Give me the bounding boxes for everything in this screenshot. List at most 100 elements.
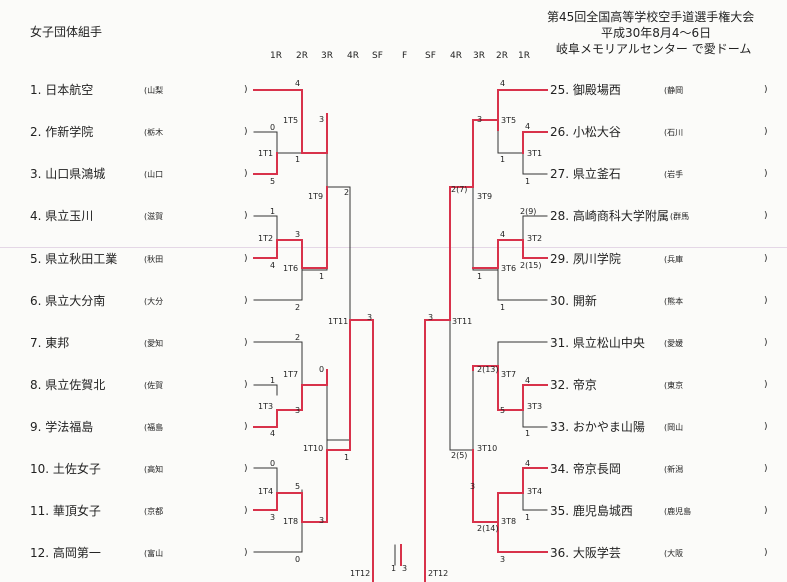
team-prefecture: (秋田 [144,255,164,264]
closing-paren: ) [764,338,768,348]
match-score: 4 [270,429,276,438]
closing-paren: ) [244,85,248,95]
match-label: 3T8 [501,517,517,526]
match-score: 3 [470,482,476,491]
team-name: 1. 日本航空 [30,83,94,97]
match-score: 1 [344,453,350,462]
team-prefecture: (熊本 [664,297,684,306]
team-name: 36. 大阪学芸 [550,546,621,560]
match-label: 1T4 [258,487,274,496]
match-score: 4 [270,261,276,270]
round-label: 4R [450,51,462,61]
match-score: 2(7) [451,185,468,194]
closing-paren: ) [764,85,768,95]
match-score: 3 [295,406,301,415]
match-score: 3 [295,230,301,239]
match-score: 0 [270,459,276,468]
round-label: F [402,51,408,61]
round-label: 1R [518,51,530,61]
closing-paren: ) [764,254,768,264]
match-score: 5 [500,406,506,415]
winning-path-left [253,89,426,582]
match-score: 2 [344,188,350,197]
team-prefecture: (佐賀 [144,381,164,390]
team-name: 27. 県立釜石 [550,167,621,181]
match-label: 1T1 [258,149,274,158]
round-label: 1R [270,51,282,61]
team-name: 12. 高岡第一 [30,546,101,560]
closing-paren: ) [764,506,768,516]
team-prefecture: (新潟 [664,465,684,474]
team-prefecture: (石川 [664,128,684,137]
team-name: 32. 帝京 [550,378,597,392]
match-score: 2(13) [477,365,499,374]
closing-paren: ) [764,169,768,179]
closing-paren: ) [764,211,768,221]
match-label: 1T6 [283,264,299,273]
match-label: 1T5 [283,116,299,125]
closing-paren: ) [244,464,248,474]
team-prefecture: (兵庫 [664,255,684,264]
match-label: 3T11 [452,317,473,326]
round-label: 3R [473,51,485,61]
team-prefecture: (岡山 [664,423,684,432]
closing-paren: ) [764,464,768,474]
team-prefecture: (山梨 [144,86,164,95]
closing-paren: ) [244,422,248,432]
closing-paren: ) [244,380,248,390]
team-prefecture: (高知 [144,465,164,474]
team-name: 2. 作新学院 [30,125,94,139]
match-score: 4 [500,79,506,88]
team-name: 28. 高崎商科大学附属 [550,209,669,223]
closing-paren: ) [244,296,248,306]
match-score: 4 [525,122,531,131]
match-score: 3 [402,564,408,573]
match-score: 3 [367,313,373,322]
team-prefecture: (愛知 [144,339,164,348]
team-name: 5. 県立秋田工業 [30,252,118,266]
match-score: 2(14) [477,524,499,533]
closing-paren: ) [764,422,768,432]
match-score: 2 [295,303,301,312]
round-label: 2R [496,51,508,61]
tournament-title: 第45回全国高等学校空手道選手権大会 [547,10,755,24]
team-name: 34. 帝京長岡 [550,462,621,476]
closing-paren: ) [244,506,248,516]
match-label: 1T11 [328,317,349,326]
team-name: 35. 鹿児島城西 [550,504,633,518]
match-label: 1T8 [283,517,299,526]
closing-paren: ) [764,296,768,306]
match-score: 0 [319,365,325,374]
match-score: 2(9) [520,207,537,216]
team-prefecture: (鹿児島 [664,507,692,516]
closing-paren: ) [764,380,768,390]
match-score: 1 [477,272,483,281]
match-score: 3 [270,513,276,522]
team-name: 7. 東邦 [30,336,70,350]
match-label: 1T10 [303,444,324,453]
tournament-venue: 岐阜メモリアルセンター で愛ドーム [556,42,752,56]
match-label: 2T12 [428,569,449,578]
match-score: 5 [270,177,276,186]
match-score: 1 [525,513,531,522]
team-prefecture: (群馬 [670,212,690,221]
team-name: 26. 小松大谷 [550,125,621,139]
match-score: 1 [500,155,506,164]
match-score: 3 [319,115,325,124]
match-label: 3T7 [501,370,517,379]
match-score: 1 [295,155,301,164]
match-score: 3 [500,555,506,564]
team-name: 6. 県立大分南 [30,294,106,308]
match-score: 4 [295,79,301,88]
team-prefecture: (福島 [144,423,164,432]
team-name: 4. 県立玉川 [30,209,94,223]
team-prefecture: (愛媛 [664,339,684,348]
match-score: 3 [428,313,434,322]
team-prefecture: (大阪 [664,549,684,558]
round-label: 2R [296,51,308,61]
team-prefecture: (岩手 [664,170,684,179]
match-score: 1 [391,564,397,573]
round-label: 3R [321,51,333,61]
match-score: 1 [525,177,531,186]
